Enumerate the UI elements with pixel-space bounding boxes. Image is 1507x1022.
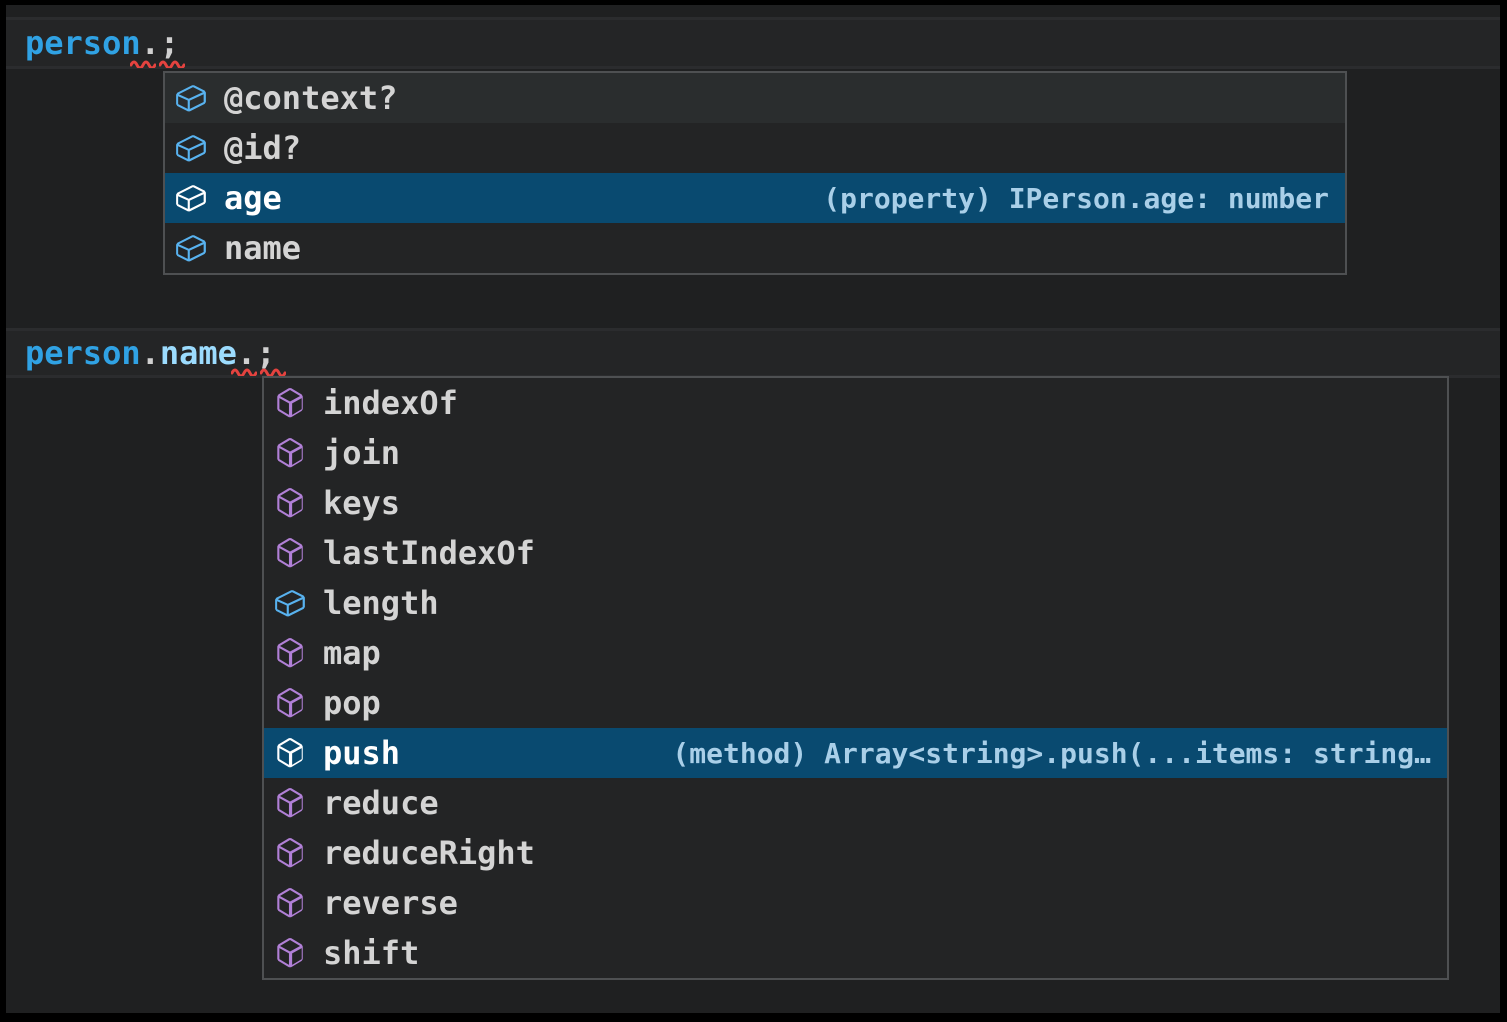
suggestion-label: keys: [323, 484, 401, 522]
suggestion-item-push[interactable]: push (method) Array<string>.push(...item…: [264, 728, 1447, 778]
suggestion-item-length[interactable]: length: [264, 578, 1447, 628]
suggestion-item-map[interactable]: map: [264, 628, 1447, 678]
suggestion-item-keys[interactable]: keys: [264, 478, 1447, 528]
suggestion-detail: (property) IPerson.age: number: [823, 181, 1329, 215]
suggestion-label: @id?: [224, 129, 302, 167]
suggestion-label: reduce: [323, 784, 439, 822]
code-token-semicolon: ;: [256, 334, 276, 372]
error-squiggle-icon: [260, 365, 286, 376]
symbol-field-icon: [174, 181, 208, 215]
suggestion-label: length: [323, 584, 439, 622]
code-line-1[interactable]: person.;: [25, 24, 179, 62]
suggestion-label: name: [224, 229, 302, 267]
code-token-dot: .: [236, 334, 257, 372]
symbol-method-icon: [273, 736, 307, 770]
error-squiggle-icon: [159, 57, 185, 68]
suggestion-label: age: [224, 179, 282, 217]
suggestion-item-pop[interactable]: pop: [264, 678, 1447, 728]
current-line-highlight: person.;: [6, 17, 1500, 69]
suggestion-label: indexOf: [323, 384, 458, 422]
suggestion-label: reduceRight: [323, 834, 535, 872]
suggestion-item-shift[interactable]: shift: [264, 928, 1447, 978]
suggestion-label: shift: [323, 934, 420, 972]
suggestion-label: pop: [323, 684, 381, 722]
suggestion-label: reverse: [323, 884, 458, 922]
symbol-field-icon: [273, 586, 307, 620]
symbol-method-icon: [273, 436, 307, 470]
suggestion-label: map: [323, 634, 381, 672]
symbol-field-icon: [174, 231, 208, 265]
suggestion-detail: (method) Array<string>.push(...items: st…: [672, 736, 1431, 770]
suggestion-item-reduceright[interactable]: reduceRight: [264, 828, 1447, 878]
suggestion-item-reduce[interactable]: reduce: [264, 778, 1447, 828]
suggestion-item-lastindexof[interactable]: lastIndexOf: [264, 528, 1447, 578]
error-squiggle-icon: [130, 57, 156, 68]
symbol-method-icon: [273, 486, 307, 520]
symbol-field-icon: [174, 81, 208, 115]
code-token-variable: person: [25, 24, 141, 62]
symbol-method-icon: [273, 636, 307, 670]
suggestion-item-age[interactable]: age (property) IPerson.age: number: [165, 173, 1345, 223]
code-token-semicolon: ;: [159, 24, 180, 62]
suggestion-label: @context?: [224, 79, 398, 117]
code-token-variable: person: [25, 334, 141, 372]
suggestion-label: lastIndexOf: [323, 534, 535, 572]
suggest-widget-person: @context? @id? age (property) IPerson.ag…: [163, 71, 1347, 275]
suggestion-label: push: [323, 734, 401, 772]
suggestion-item-name[interactable]: name: [165, 223, 1345, 273]
suggestion-label: join: [323, 434, 401, 472]
symbol-method-icon: [273, 836, 307, 870]
symbol-method-icon: [273, 536, 307, 570]
code-token-dot: .: [140, 24, 160, 62]
symbol-method-icon: [273, 686, 307, 720]
symbol-method-icon: [273, 786, 307, 820]
symbol-method-icon: [273, 386, 307, 420]
code-token-property: name: [159, 334, 237, 372]
suggestion-item-context[interactable]: @context?: [165, 73, 1345, 123]
suggestion-item-indexof[interactable]: indexOf: [264, 378, 1447, 428]
symbol-field-icon: [174, 131, 208, 165]
symbol-method-icon: [273, 886, 307, 920]
suggest-widget-string: indexOf join keys lastIndexOf length map…: [262, 376, 1449, 980]
error-squiggle-icon: [231, 365, 257, 376]
code-token-dot: .: [140, 334, 160, 372]
suggestion-item-id[interactable]: @id?: [165, 123, 1345, 173]
code-line-2[interactable]: person.name.;: [25, 334, 275, 372]
symbol-method-icon: [273, 936, 307, 970]
suggestion-item-reverse[interactable]: reverse: [264, 878, 1447, 928]
suggestion-item-join[interactable]: join: [264, 428, 1447, 478]
